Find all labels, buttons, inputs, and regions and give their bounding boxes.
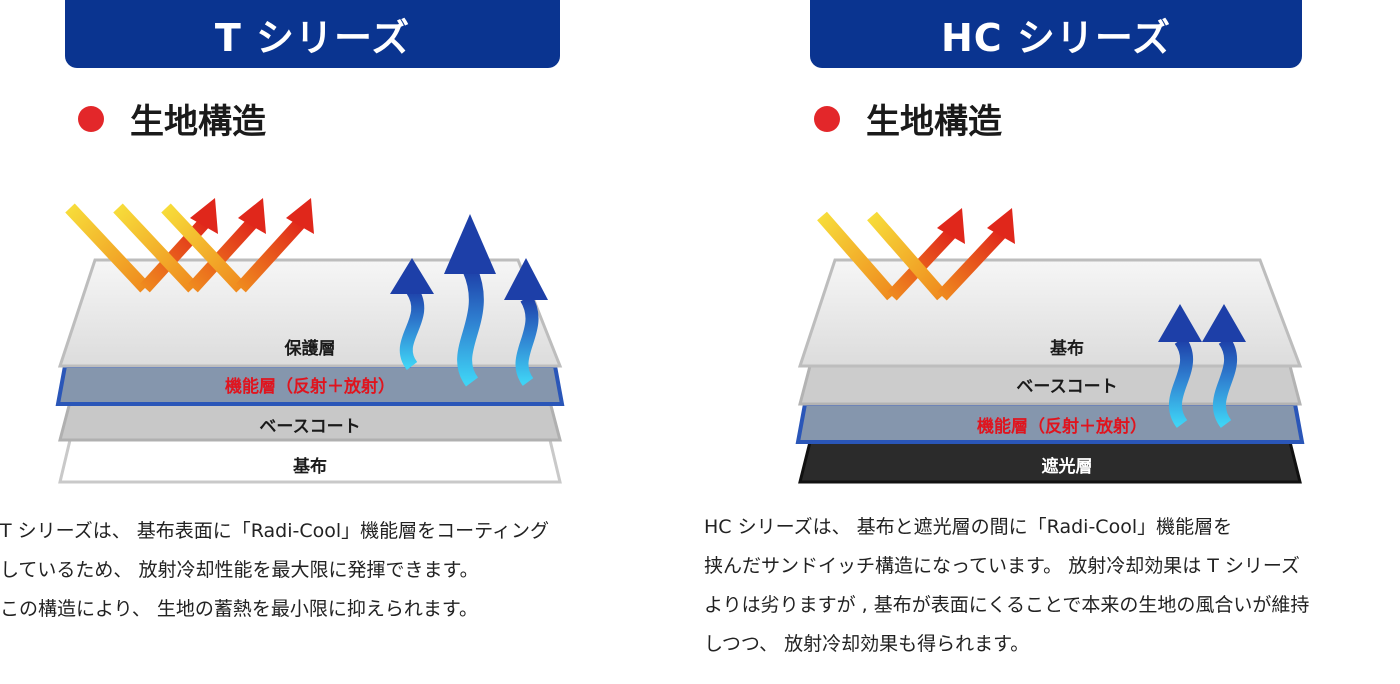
t-series-description-line: この構造により、 生地の蓄熱を最小限に抑えられます。 (0, 598, 479, 620)
base-fabric-layer-label: 基布 (292, 456, 327, 477)
functional-layer-label: 機能層（反射＋放射） (225, 376, 395, 397)
heat-radiation-icon (390, 214, 548, 387)
hc-series-banner: HC シリーズ (810, 0, 1302, 68)
bullet-dot-icon (78, 105, 104, 132)
t-series-heading-text: 生地構造 (130, 102, 266, 142)
t-series-description-line: しているため、 放射冷却性能を最大限に発揮できます。 (0, 559, 479, 581)
t-series-banner: T シリーズ (65, 0, 560, 68)
t-series-heading: 生地構造 (78, 94, 266, 143)
shading-layer-label: 遮光層 (1042, 456, 1093, 477)
hc-series-title: HC シリーズ (940, 15, 1172, 60)
hc-series-description-line: よりは劣りますが , 基布が表面にくることで本来の生地の風合いが維持 (704, 594, 1310, 616)
hc-series-structure-diagram: 基布 ベースコート 機能層（反射＋放射） 遮光層 (795, 208, 1305, 484)
bullet-dot-icon (814, 105, 840, 132)
t-series-structure-diagram: 保護層 機能層（反射＋放射） ベースコート 基布 (55, 198, 565, 484)
basecoat-layer-label: ベースコート (259, 417, 360, 437)
hc-series-heading-text: 生地構造 (866, 102, 1002, 142)
sunlight-reflection-icon (65, 198, 314, 293)
t-series-title: T シリーズ (214, 15, 411, 60)
hc-series-description-line: HC シリーズは、 基布と遮光層の間に「Radi-Cool」機能層を (704, 516, 1233, 538)
hc-series-description-line: 挟んだサンドイッチ構造になっています。 放射冷却効果は T シリーズ (704, 555, 1300, 577)
basecoat-layer-label: ベースコート (1016, 377, 1117, 397)
functional-layer-label: 機能層（反射＋放射） (977, 416, 1147, 437)
base-fabric-layer-label: 基布 (1049, 338, 1084, 359)
heat-radiation-icon (1158, 304, 1246, 428)
hc-series-description-line: しつつ、 放射冷却効果も得られます。 (704, 633, 1030, 655)
t-series-description: T シリーズは、 基布表面に「Radi-Cool」機能層をコーティング している… (0, 512, 549, 629)
t-series-description-line: T シリーズは、 基布表面に「Radi-Cool」機能層をコーティング (0, 520, 550, 542)
protective-layer-label: 保護層 (284, 338, 336, 359)
sunlight-reflection-icon (817, 208, 1015, 301)
hc-series-heading: 生地構造 (814, 94, 1002, 143)
hc-series-description: HC シリーズは、 基布と遮光層の間に「Radi-Cool」機能層を 挟んだサン… (704, 508, 1309, 664)
